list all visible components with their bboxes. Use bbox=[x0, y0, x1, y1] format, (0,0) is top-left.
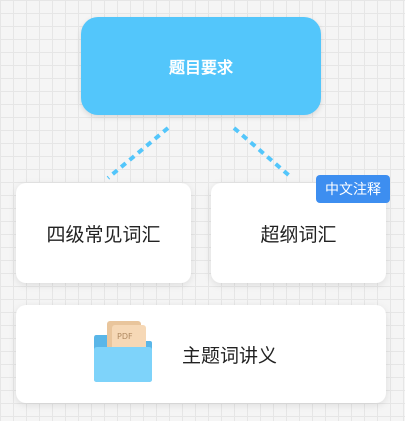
connector-right bbox=[232, 126, 294, 180]
pdf-label: PDF bbox=[117, 332, 133, 341]
bottom-node-topic-handout[interactable]: PDF 主题词讲义 bbox=[16, 305, 386, 403]
chinese-annotation-badge: 中文注释 bbox=[316, 175, 390, 203]
root-node[interactable]: 题目要求 bbox=[81, 17, 321, 115]
child-node-label: 超纲词汇 bbox=[260, 223, 337, 246]
connector-left bbox=[106, 126, 170, 180]
bottom-node-label: 主题词讲义 bbox=[182, 345, 278, 367]
child-node-label: 四级常见词汇 bbox=[46, 223, 161, 246]
pdf-folder-icon: PDF bbox=[94, 321, 152, 382]
child-node-cet4-vocab[interactable]: 四级常见词汇 bbox=[16, 183, 191, 283]
root-node-label: 题目要求 bbox=[168, 58, 233, 77]
child-node-beyond-syllabus[interactable]: 超纲词汇 中文注释 bbox=[211, 175, 390, 283]
